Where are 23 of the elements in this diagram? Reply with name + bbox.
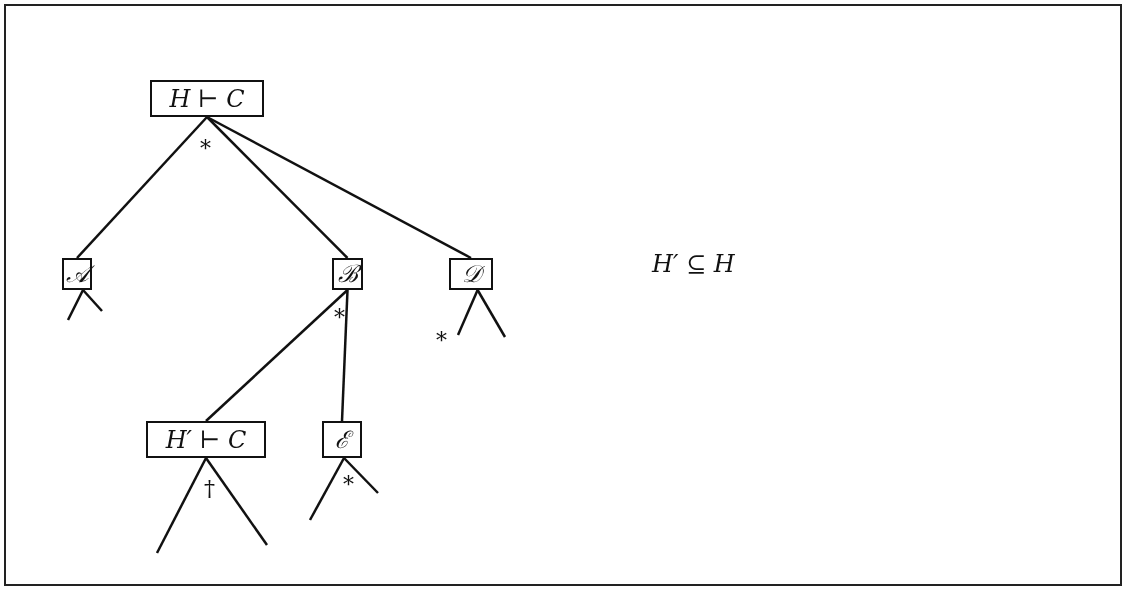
branch-line — [476, 289, 507, 338]
annotation-mark: * — [200, 138, 211, 160]
annotation-mark: * — [436, 330, 447, 352]
branch-line — [456, 289, 479, 336]
branch-line — [82, 289, 103, 312]
formula-box: H ⊢ C — [150, 80, 264, 117]
formula-box: ℰ — [322, 421, 362, 458]
annotation-mark: * — [334, 307, 345, 329]
annotation-mark: H′ ⊆ H — [652, 252, 735, 276]
branch-line — [308, 457, 346, 521]
annotation-mark: * — [343, 474, 354, 496]
tree-edge — [340, 289, 349, 422]
branch-line — [66, 289, 85, 321]
branch-line — [155, 457, 208, 554]
formula-box: H′ ⊢ C — [146, 421, 266, 458]
branch-line — [343, 457, 379, 494]
tree-edge — [76, 116, 208, 259]
annotation-mark: † — [204, 478, 215, 500]
tree-edge — [206, 116, 349, 259]
tree-edge — [205, 289, 349, 422]
formula-box: ℬ — [332, 258, 363, 290]
formula-box: 𝒟 — [449, 258, 493, 290]
branch-line — [204, 457, 269, 546]
